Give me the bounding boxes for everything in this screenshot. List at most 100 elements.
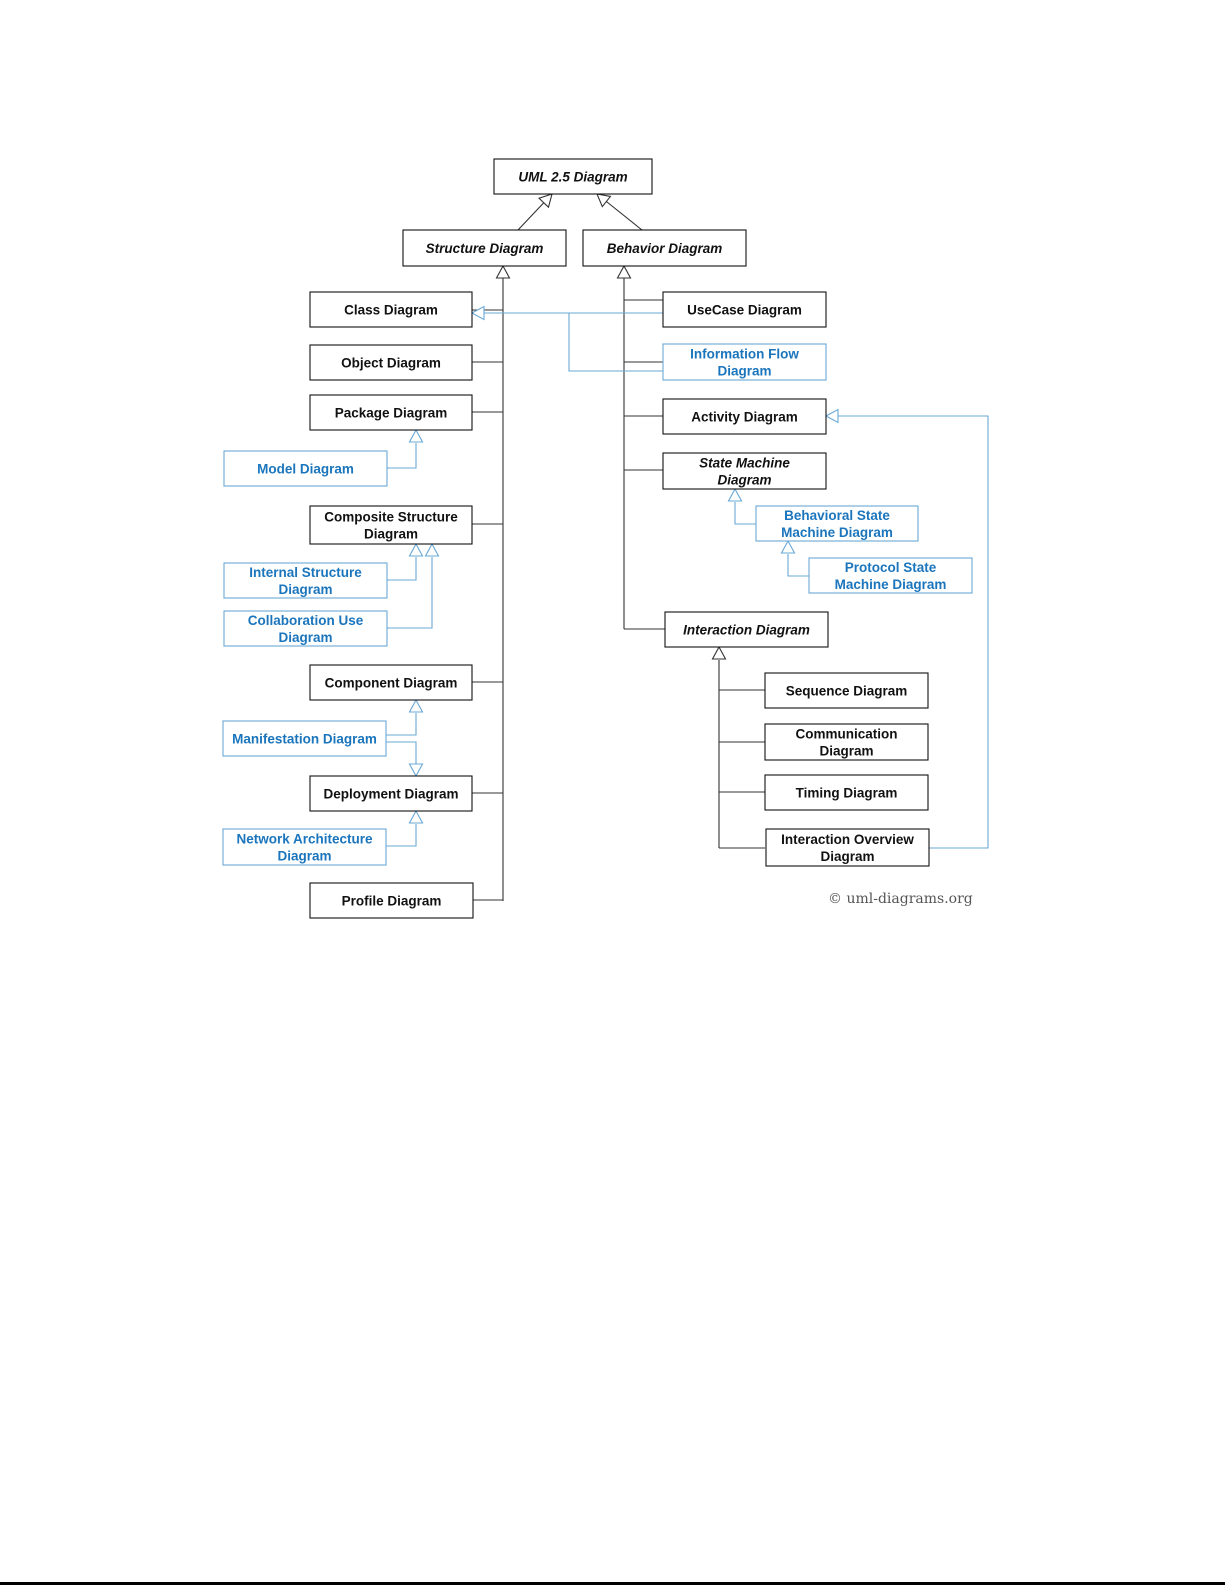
manifestation-to-component-line xyxy=(386,713,417,736)
behavior-trunk-arrowhead xyxy=(616,264,632,279)
infoflow-node-label: Information Flow xyxy=(690,347,799,362)
timing-diagram-node: Timing Diagram xyxy=(764,774,929,811)
usecase-node-label: UseCase Diagram xyxy=(687,303,802,318)
structure-node-box xyxy=(402,229,567,267)
internal-to-composite-line xyxy=(387,557,417,581)
behavioralsm-to-statemachine-line xyxy=(734,502,756,525)
model-node-box xyxy=(223,450,388,487)
composite-node-label: Composite Structure xyxy=(324,510,458,525)
sequence-node-box xyxy=(764,672,929,709)
communication-node-label: Communication xyxy=(795,727,897,742)
statemachine-node-box xyxy=(662,452,827,490)
interaction-node-box xyxy=(664,611,829,648)
package-node-box xyxy=(309,394,473,431)
structure-to-uml-connector xyxy=(517,202,545,231)
infoflow-node-box xyxy=(662,343,827,381)
collaboration-node-label: Diagram xyxy=(278,630,332,645)
communication-node-label: Diagram xyxy=(819,744,873,759)
uml-node-box xyxy=(493,158,653,195)
model-node-label: Model Diagram xyxy=(257,462,354,477)
structure-trunk-arrowhead xyxy=(495,264,511,279)
page-bottom-rule xyxy=(0,1582,1225,1585)
model-diagram-node: Model Diagram xyxy=(223,450,388,487)
package-diagram-node: Package Diagram xyxy=(309,394,473,431)
usecase-node-box xyxy=(662,291,827,328)
manifestation-diagram-node: Manifestation Diagram xyxy=(222,720,387,757)
profile-node-label: Profile Diagram xyxy=(342,894,442,909)
protocolsm-to-behavioralsm-line xyxy=(787,554,809,577)
interaction-node-label: Interaction Diagram xyxy=(683,623,810,638)
internal-node-box xyxy=(223,562,388,599)
sequence-diagram-node: Sequence Diagram xyxy=(764,672,929,709)
protocolsm-node-label: Protocol State xyxy=(845,560,937,575)
class-node-box xyxy=(309,291,473,328)
overview-node-label: Diagram xyxy=(820,849,874,864)
collaboration-node-box xyxy=(223,610,388,647)
statemachine-node-label: State Machine xyxy=(699,456,790,471)
composite-node-label: Diagram xyxy=(364,527,418,542)
composite-node-box xyxy=(309,505,473,545)
protocolsm-node-label: Machine Diagram xyxy=(835,577,947,592)
overview-node-label: Interaction Overview xyxy=(781,832,914,847)
generalization-arrowhead xyxy=(727,487,743,502)
deployment-diagram-node: Deployment Diagram xyxy=(309,775,473,812)
behavior-to-uml-connector xyxy=(606,201,643,231)
class-node-label: Class Diagram xyxy=(344,303,438,318)
generalization-arrowhead xyxy=(408,428,424,443)
object-node-box xyxy=(309,344,473,381)
interaction-diagram-node: Interaction Diagram xyxy=(664,611,829,648)
object-diagram-node: Object Diagram xyxy=(309,344,473,381)
model-to-package-line xyxy=(387,443,417,469)
internal-node-label: Internal Structure xyxy=(249,565,362,580)
timing-node-box xyxy=(764,774,929,811)
communication-node-box xyxy=(764,723,929,761)
network-to-deployment-line xyxy=(386,824,417,847)
usecase-diagram-node: UseCase Diagram xyxy=(662,291,827,328)
manifestation-node-box xyxy=(222,720,387,757)
manifestation-to-deployment-line xyxy=(386,741,417,764)
copyright-notice: © uml-diagrams.org xyxy=(828,891,973,907)
infoflow-node-label: Diagram xyxy=(717,364,771,379)
uml-node-label: UML 2.5 Diagram xyxy=(518,170,627,185)
interaction-trunk-arrowhead xyxy=(711,645,727,660)
generalization-arrowhead xyxy=(408,763,424,778)
network-node-box xyxy=(222,828,387,866)
infoflow-to-class-line xyxy=(568,313,663,372)
generalization-arrowhead xyxy=(408,542,424,557)
generalization-arrowhead xyxy=(424,542,440,557)
generalization-arrowhead xyxy=(408,698,424,713)
behavioralsm-node-box xyxy=(755,505,919,542)
generalization-arrowhead xyxy=(780,539,796,554)
generalization-arrowhead xyxy=(408,809,424,824)
activity-arrowhead xyxy=(824,408,839,424)
behavior-node-label: Behavior Diagram xyxy=(607,241,723,256)
collaboration-node-label: Collaboration Use xyxy=(248,613,364,628)
profile-node-box xyxy=(309,882,474,919)
structure-node-label: Structure Diagram xyxy=(426,241,544,256)
sequence-node-label: Sequence Diagram xyxy=(786,684,908,699)
behavioralsm-node-label: Behavioral State xyxy=(784,508,890,523)
connectors xyxy=(386,193,989,901)
manifestation-node-label: Manifestation Diagram xyxy=(232,732,377,747)
object-node-label: Object Diagram xyxy=(341,356,441,371)
collaboration-to-composite-line xyxy=(387,557,433,629)
uml-diagram-node: UML 2.5 Diagram xyxy=(493,158,653,195)
statemachine-node-label: Diagram xyxy=(717,473,771,488)
behavioralsm-node-label: Machine Diagram xyxy=(781,525,893,540)
network-node-label: Network Architecture xyxy=(236,832,373,847)
structure-diagram-node: Structure Diagram xyxy=(402,229,567,267)
component-node-label: Component Diagram xyxy=(325,676,458,691)
behavior-node-box xyxy=(582,229,747,267)
generalization-arrowhead xyxy=(537,193,553,209)
network-node-label: Diagram xyxy=(277,849,331,864)
protocolsm-node-box xyxy=(808,557,973,594)
deployment-node-box xyxy=(309,775,473,812)
component-node-box xyxy=(309,664,473,701)
